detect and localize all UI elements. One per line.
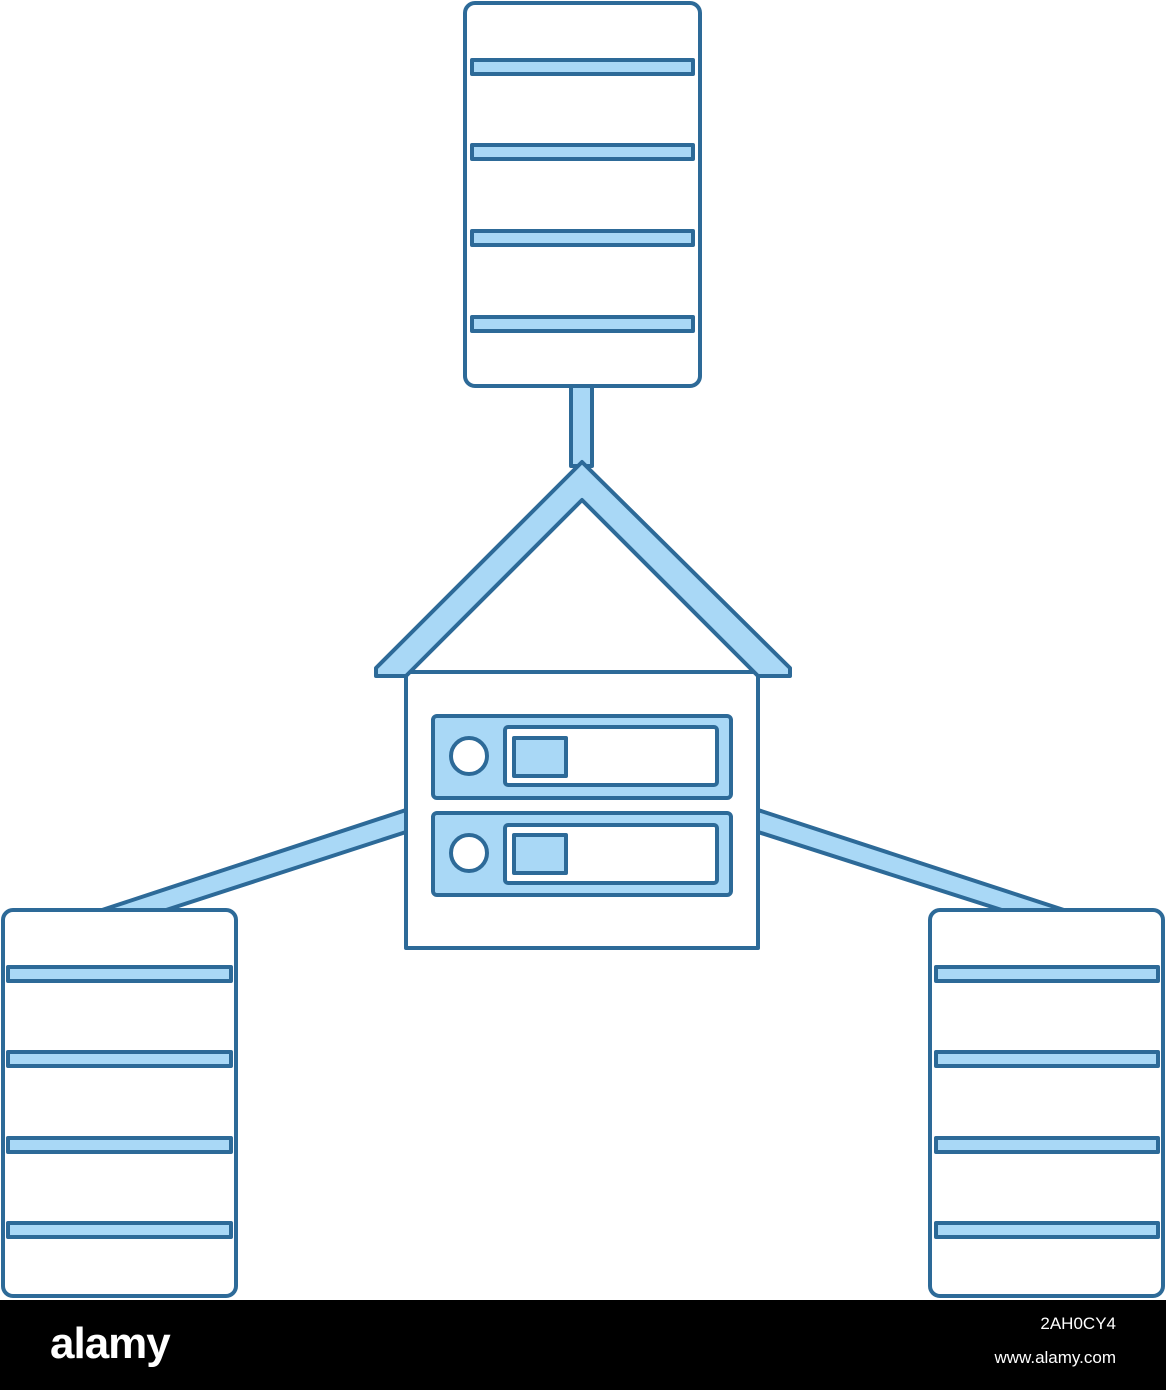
drive-unit-1 xyxy=(431,714,733,800)
top-connector-cable xyxy=(569,384,594,468)
stock-footer-bar: alamy 2AH0CY4 www.alamy.com xyxy=(0,1300,1166,1390)
right-connector-cable xyxy=(756,808,1072,914)
left-server-stack-icon xyxy=(1,908,238,1298)
site-url-link[interactable]: www.alamy.com xyxy=(994,1348,1116,1367)
top-server-stack-icon xyxy=(463,1,702,388)
data-center-network-illustration xyxy=(0,0,1166,1300)
drive-unit-2 xyxy=(431,811,733,897)
central-data-house-icon xyxy=(374,460,792,950)
right-server-stack-icon xyxy=(928,908,1165,1298)
left-connector-cable xyxy=(94,808,408,914)
image-id-label: 2AH0CY4 xyxy=(1040,1314,1116,1333)
brand-logo: alamy xyxy=(50,1319,171,1368)
